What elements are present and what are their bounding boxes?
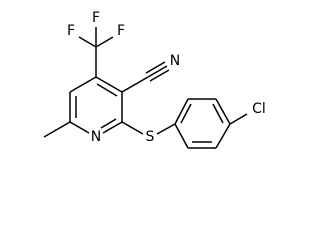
bond-c4-c5 xyxy=(69,76,97,93)
atom-fluorine-top: F xyxy=(92,10,100,26)
thioether-linkage xyxy=(121,121,176,135)
chlorophenyl-ring xyxy=(174,98,248,149)
bond-c4p-c5p xyxy=(215,123,231,149)
chemical-structure-diagram: F F F N N S Cl xyxy=(43,10,266,149)
bond-cn-triple-a xyxy=(147,65,168,78)
atom-nitrile-nitrogen: N xyxy=(170,53,180,69)
bond-c1p-c2p-inner xyxy=(180,103,192,124)
bond-c4-c3 xyxy=(95,76,123,93)
atom-sulfur: S xyxy=(146,129,155,145)
bond-cf3-f-left xyxy=(78,36,97,48)
atom-fluorine-right: F xyxy=(117,23,125,39)
bond-c4p-cl xyxy=(229,113,248,125)
bond-c6-methyl xyxy=(43,121,71,138)
bond-c3-cn xyxy=(121,76,149,93)
bond-c3p-c4p-inner xyxy=(212,103,224,124)
bond-cn-triple-b xyxy=(145,61,166,74)
bond-c3p-c4p xyxy=(215,98,231,125)
bond-cn-triple-c xyxy=(149,69,170,82)
bond-s-c1p xyxy=(156,123,176,135)
bond-c2-n1 xyxy=(102,121,123,134)
atom-chlorine: Cl xyxy=(252,101,266,117)
atom-fluorine-left: F xyxy=(67,23,75,39)
pyridine-ring xyxy=(69,76,123,134)
nitrile-group xyxy=(121,61,170,93)
bond-c4-c3-inner xyxy=(96,83,118,97)
trifluoromethyl-group xyxy=(78,27,114,77)
atom-ring-nitrogen: N xyxy=(91,129,101,145)
bond-c2-n1-inner xyxy=(100,118,117,129)
bond-c6p-c1p xyxy=(174,123,189,149)
methyl-group xyxy=(43,121,71,138)
bond-c1p-c2p xyxy=(174,98,189,125)
bond-c2-s xyxy=(121,121,144,135)
bond-cf3-f-right xyxy=(95,36,114,48)
bond-n1-c6 xyxy=(69,121,90,134)
